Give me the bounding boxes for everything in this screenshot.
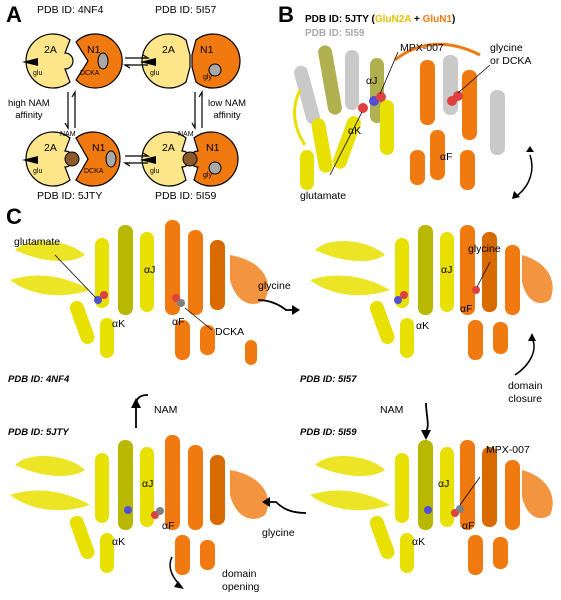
c-arrow-nam-right-label: NAM: [380, 404, 404, 416]
b-glutamate-label: glutamate: [300, 190, 347, 202]
c-arrow-glycine-bottom-label: glycine: [262, 527, 295, 539]
panel-a-letter: A: [6, 2, 22, 27]
panel-b-protein-cartoon: [293, 42, 534, 199]
5jty-dcka-label: DCKA: [84, 168, 104, 175]
high-nam-affinity-label: high NAM affinity: [8, 98, 50, 121]
c-tr-domain-closure-label: domain closure: [508, 380, 543, 405]
c-br-af-label: αF: [462, 520, 475, 532]
c-br-aj-label: αJ: [438, 478, 450, 490]
state-5i59-diagram: [140, 131, 239, 187]
5i59-n1-label: N1: [206, 142, 220, 154]
b-mpx007-label: MPX-007: [400, 42, 444, 54]
5jty-nam-label: NAM: [60, 131, 76, 138]
c-tl-aj-label: αJ: [144, 264, 156, 276]
c-bl-ak-label: αK: [112, 536, 126, 548]
5jty-n1-label: N1: [92, 142, 106, 154]
4nf4-glu-label: glu: [33, 70, 43, 77]
5i59-2a-label: 2A: [162, 142, 175, 154]
state-5jty-pdb: PDB ID: 5JTY: [37, 190, 103, 202]
c-tl-af-label: αF: [172, 316, 185, 328]
panel-b-letter: B: [278, 2, 294, 27]
c-arrow-nam-left-label: NAM: [154, 404, 178, 416]
state-5i57-pdb: PDB ID: 5I57: [155, 4, 217, 16]
state-4nf4-pdb: PDB ID: 4NF4: [37, 4, 104, 16]
structure-5i59: [310, 440, 553, 575]
panel-b-legend: PDB ID: 5JTY (GluN2A + GluN1): [305, 14, 455, 25]
state-5i57-diagram: [140, 33, 241, 89]
legend-plus: +: [413, 14, 420, 25]
c-tl-ak-label: αK: [112, 318, 126, 330]
b-glycine-dcka-label: glycine or DCKA: [490, 42, 532, 67]
equilibrium-arrows: [64, 54, 203, 167]
structure-4nf4: [10, 220, 269, 365]
state-5i59-pdb: PDB ID: 5I59: [155, 190, 217, 202]
c-arrow-glycine-top-label: glycine: [258, 280, 291, 292]
structure-5jty: [10, 435, 269, 589]
state-4nf4-diagram: [22, 33, 123, 89]
arrow-head-up: [131, 398, 141, 408]
4nf4-dcka-label: DCKA: [80, 70, 100, 77]
c-tl-glutamate-label: glutamate: [14, 236, 61, 248]
c-tl-pdb-label: PDB ID: 4NF4: [8, 374, 70, 385]
legend-pdb-5i59: PDB ID: 5I59: [305, 28, 365, 39]
5i57-2a-label: 2A: [162, 44, 175, 56]
arrow-head-left: [262, 497, 270, 507]
5i59-glu-label: glu: [150, 168, 160, 175]
structure-5i57: [310, 225, 553, 376]
legend-glun2a: GluN2A: [374, 14, 412, 25]
5i57-gly-label: gly: [203, 74, 212, 81]
arrow-head-right: [292, 305, 300, 315]
c-bl-pdb-label: PDB ID: 5JTY: [8, 427, 69, 438]
low-nam-affinity-label: low NAM affinity: [208, 98, 247, 121]
c-bl-af-label: αF: [162, 520, 175, 532]
b-ak-label: αK: [348, 125, 362, 137]
legend-close-paren: ): [452, 14, 456, 25]
c-tl-dcka-label: DCKA: [215, 326, 245, 338]
b-af-label: αF: [440, 151, 453, 163]
c-bl-aj-label: αJ: [142, 478, 154, 490]
c-br-pdb-label: PDB ID: 5I59: [300, 427, 357, 438]
c-tr-glycine-label: glycine: [468, 243, 501, 255]
5i59-nam-label: NAM: [178, 131, 194, 138]
arrow-head-down: [421, 430, 431, 440]
c-tr-af-label: αF: [460, 303, 473, 315]
c-tr-pdb-label: PDB ID: 5I57: [300, 374, 357, 385]
5i57-n1-label: N1: [200, 44, 214, 56]
panel-c-letter: C: [6, 204, 22, 229]
legend-glun1: GluN1: [422, 14, 453, 25]
5jty-2a-label: 2A: [44, 142, 57, 154]
b-aj-label: αJ: [366, 75, 378, 87]
4nf4-2a-label: 2A: [44, 44, 57, 56]
5i59-gly-label: gly: [203, 172, 212, 179]
c-tr-aj-label: αJ: [441, 264, 453, 276]
c-br-mpx007-label: MPX-007: [486, 444, 530, 456]
c-br-ak-label: αK: [412, 536, 426, 548]
state-5jty-diagram: [22, 131, 121, 187]
legend-open-paren: (: [371, 14, 375, 25]
4nf4-n1-label: N1: [87, 44, 101, 56]
5jty-glu-label: glu: [33, 168, 43, 175]
c-bl-domain-opening-label: domain opening: [222, 568, 260, 593]
legend-pdb-5jty: PDB ID: 5JTY: [305, 14, 369, 25]
5i57-glu-label: glu: [150, 70, 160, 77]
c-tr-ak-label: αK: [416, 320, 430, 332]
